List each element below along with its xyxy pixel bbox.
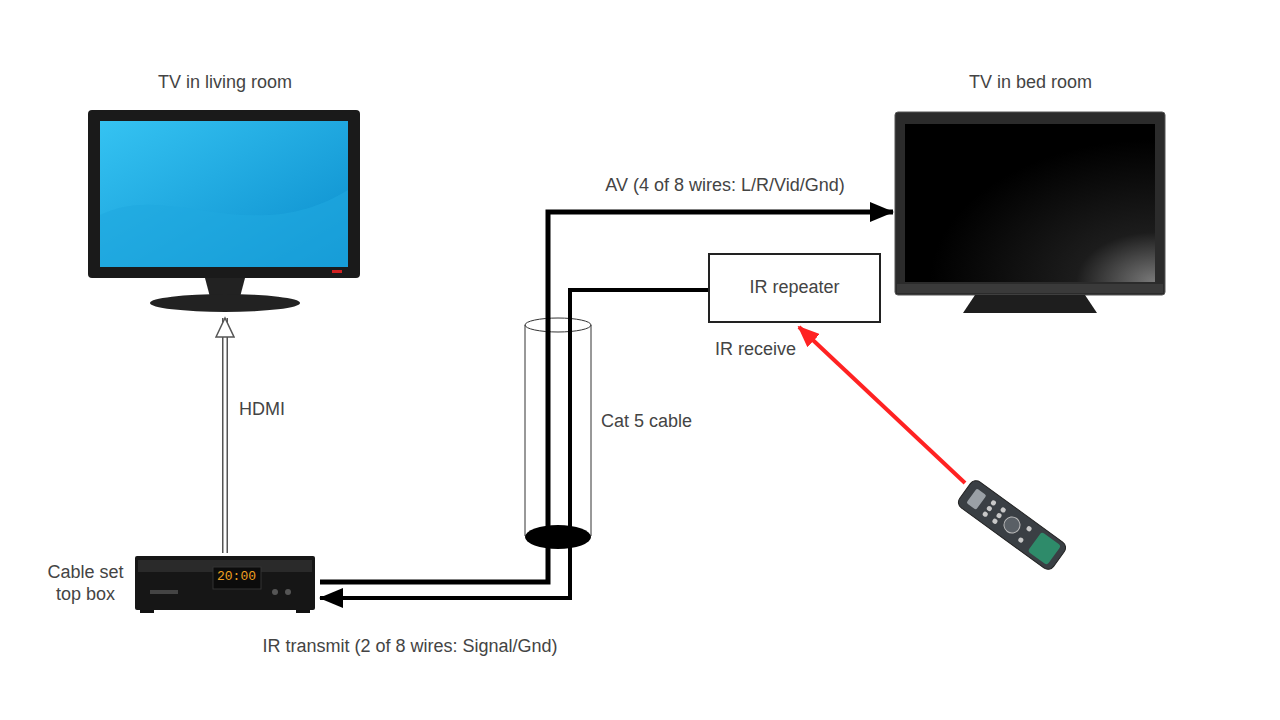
connector-label: AV (4 of 8 wires: L/R/Vid/Gnd): [602, 175, 847, 197]
tv-screen: [905, 124, 1155, 282]
label-holder: Cat 5 cable: [598, 411, 695, 433]
device-figure: TV in living room: [85, 72, 365, 318]
annotation-label: IR receive: [712, 339, 799, 361]
remote-button: [990, 499, 997, 506]
wire-link: [320, 212, 893, 582]
hdmi-link-outline: [222, 318, 228, 553]
device-figure: TV in bed room: [893, 72, 1168, 318]
box-slot: [150, 590, 178, 594]
tv-bottom-strip: [897, 284, 1163, 293]
connector-label: IR transmit (2 of 8 wires: Signal/Gnd): [259, 636, 560, 658]
annotation-label: Cat 5 cable: [598, 411, 695, 433]
cable-cylinder: [525, 318, 591, 549]
cylinder-side: [591, 325, 592, 536]
tv-stand: [963, 295, 1097, 313]
set-top-box: [135, 556, 315, 613]
living-room-tv: [88, 110, 360, 312]
box-display: [213, 567, 261, 589]
label-holder: 20:00: [215, 569, 258, 585]
remote-button: [1026, 525, 1033, 532]
remote-dpad: [1001, 514, 1023, 536]
label-holder: IR receive: [712, 339, 799, 361]
box-button: [272, 589, 278, 595]
remote-button: [982, 511, 989, 518]
remote-button: [1017, 537, 1024, 544]
box-label: IR repeater: [749, 277, 839, 299]
ir-beam-arrow: [799, 327, 965, 483]
connector-label: HDMI: [236, 399, 288, 421]
tv-bezel: [895, 112, 1165, 295]
tv-screen: [100, 121, 348, 267]
device-label: TV in living room: [158, 72, 292, 94]
cylinder-bottom: [525, 525, 591, 549]
cylinder-side: [525, 325, 526, 536]
remote-color-keys: [1028, 532, 1062, 566]
hdmi-link-core: [224, 318, 227, 553]
remote-body: [956, 478, 1069, 572]
remote-button: [996, 512, 1003, 519]
device-label: Cable set top box: [38, 562, 133, 605]
remote-control: [956, 478, 1069, 572]
remote-keypad: [966, 488, 986, 510]
tv-bezel: [88, 110, 360, 278]
box-foot: [140, 610, 154, 613]
connector-label-holder: HDMI: [236, 399, 288, 421]
remote-button: [1000, 506, 1007, 513]
box-body: [135, 556, 315, 610]
hdmi-link: [225, 318, 226, 553]
box-foot: [296, 610, 310, 613]
cylinder-top: [525, 318, 591, 332]
box-button: [285, 589, 291, 595]
wire-link: [320, 290, 708, 598]
wire-link-path: [320, 290, 708, 598]
remote-button: [986, 505, 993, 512]
remote-button: [991, 518, 998, 525]
device-figure: Cable set top box: [38, 553, 320, 615]
wire-link-path: [320, 212, 893, 582]
display-readout: 20:00: [215, 569, 258, 585]
device-label: TV in bed room: [969, 72, 1092, 94]
connector-label-holder: IR transmit (2 of 8 wires: Signal/Gnd): [259, 636, 560, 658]
device-box: IR repeater: [708, 253, 881, 323]
connector-label-holder: AV (4 of 8 wires: L/R/Vid/Gnd): [602, 175, 847, 197]
bedroom-tv: [895, 112, 1165, 313]
tv-logo: [332, 270, 342, 273]
tv-base: [150, 294, 300, 312]
screen-wave: [100, 190, 348, 267]
